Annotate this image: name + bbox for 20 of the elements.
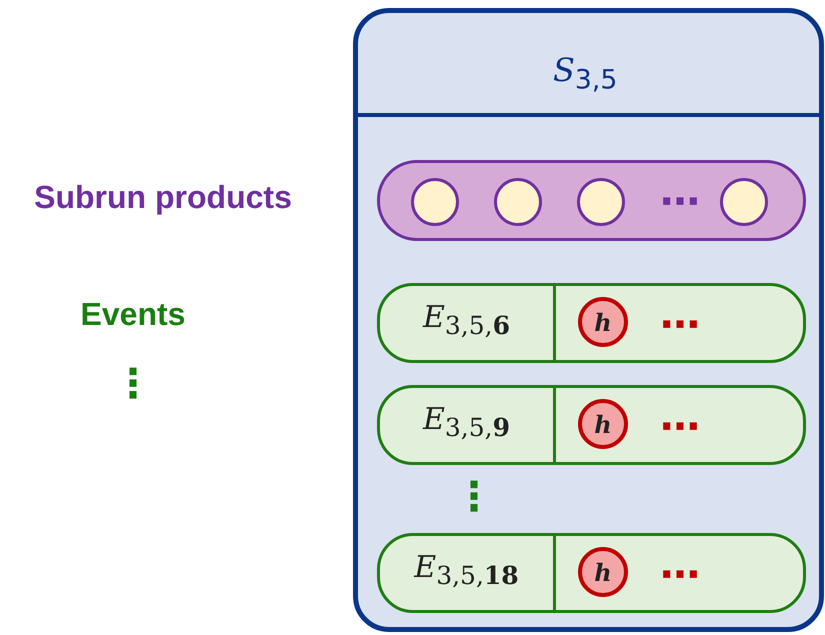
vertical-ellipsis: ⋮ xyxy=(454,475,494,519)
ellipsis: ⋯ xyxy=(659,180,701,224)
product-circle xyxy=(411,178,459,226)
product-circle xyxy=(577,178,625,226)
vertical-ellipsis: ⋮ xyxy=(113,362,153,406)
container-panel xyxy=(353,8,824,632)
hit-circle: h xyxy=(578,297,628,347)
event-row xyxy=(377,283,806,363)
section-label: Subrun products xyxy=(33,180,293,216)
hit-circle: h xyxy=(578,547,628,597)
ellipsis: ⋯ xyxy=(659,553,701,597)
event-row xyxy=(377,385,806,465)
hit-circle: h xyxy=(578,399,628,449)
product-circle xyxy=(494,178,542,226)
ellipsis: ⋯ xyxy=(659,303,701,347)
ellipsis: ⋯ xyxy=(659,405,701,449)
panel-title: S$_{3,5}$ xyxy=(553,51,618,96)
event-row xyxy=(377,533,806,613)
product-circle xyxy=(720,178,768,226)
section-label: Events xyxy=(80,297,186,332)
